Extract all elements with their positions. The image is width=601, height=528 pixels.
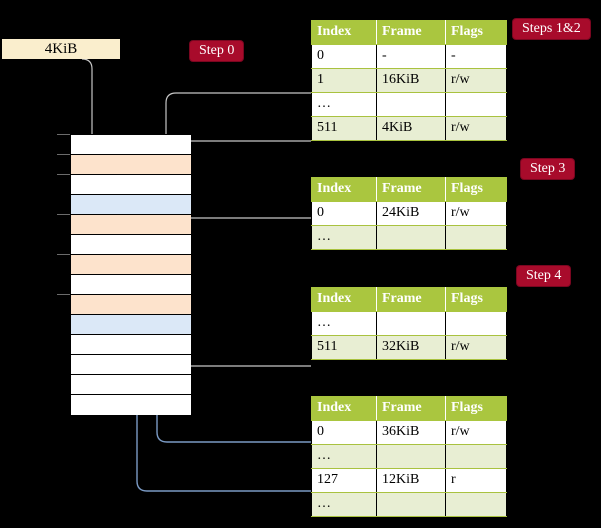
badge-step-0: Step 0 bbox=[190, 41, 244, 61]
source-frame-box: 4KiB bbox=[2, 39, 120, 59]
cell-flags bbox=[445, 492, 507, 517]
cell-index: 511 bbox=[311, 116, 377, 141]
badge-step-0-label: Step 0 bbox=[199, 43, 235, 58]
cell-frame bbox=[376, 492, 446, 517]
memory-tick bbox=[57, 254, 70, 255]
table-row: … bbox=[311, 311, 507, 336]
cell-index: 511 bbox=[311, 335, 377, 360]
table-row: … bbox=[311, 492, 507, 517]
cell-flags: - bbox=[445, 44, 507, 69]
memory-frame-row bbox=[71, 135, 191, 155]
cell-frame: - bbox=[376, 44, 446, 69]
cell-index: … bbox=[311, 225, 377, 250]
column-header-flags: Flags bbox=[445, 177, 507, 202]
column-header-frame: Frame bbox=[376, 396, 446, 421]
cell-flags: r/w bbox=[445, 335, 507, 360]
memory-frame-row bbox=[71, 375, 191, 395]
cell-index: … bbox=[311, 444, 377, 469]
memory-frame-row bbox=[71, 255, 191, 275]
column-header-index: Index bbox=[311, 287, 377, 312]
table-row: … bbox=[311, 92, 507, 117]
cell-frame bbox=[376, 225, 446, 250]
badge-step-4-label: Step 4 bbox=[526, 268, 562, 283]
badge-steps-1-2: Steps 1&2 bbox=[513, 19, 590, 39]
cell-frame bbox=[376, 311, 446, 336]
memory-frame-row bbox=[71, 395, 191, 415]
cell-index: 0 bbox=[311, 44, 377, 69]
memory-frame-row bbox=[71, 175, 191, 195]
wire-table0-511-to-frame bbox=[169, 140, 311, 156]
wire-table1-0-to-frame bbox=[179, 217, 311, 299]
physical-memory-block bbox=[70, 134, 191, 415]
source-frame-label: 4KiB bbox=[44, 41, 78, 57]
column-header-flags: Flags bbox=[445, 287, 507, 312]
column-header-index: Index bbox=[311, 20, 377, 45]
column-header-frame: Frame bbox=[376, 20, 446, 45]
table-row: 0-- bbox=[311, 44, 507, 69]
memory-tick bbox=[57, 214, 70, 215]
memory-frame-row bbox=[71, 315, 191, 335]
column-header-frame: Frame bbox=[376, 177, 446, 202]
cell-flags: r/w bbox=[445, 116, 507, 141]
table-row: … bbox=[311, 444, 507, 469]
memory-frame-row bbox=[71, 275, 191, 295]
cell-flags: r/w bbox=[445, 201, 507, 226]
memory-frame-row bbox=[71, 195, 191, 215]
memory-frame-row bbox=[71, 155, 191, 175]
cell-frame: 4KiB bbox=[376, 116, 446, 141]
memory-frame-row bbox=[71, 355, 191, 375]
memory-frame-row bbox=[71, 295, 191, 315]
column-header-frame: Frame bbox=[376, 287, 446, 312]
column-header-flags: Flags bbox=[445, 20, 507, 45]
cell-index: 1 bbox=[311, 68, 377, 93]
cell-index: 0 bbox=[311, 420, 377, 445]
cell-flags bbox=[445, 225, 507, 250]
cell-frame: 36KiB bbox=[376, 420, 446, 445]
cell-flags bbox=[445, 92, 507, 117]
column-header-flags: Flags bbox=[445, 396, 507, 421]
cell-flags: r bbox=[445, 468, 507, 493]
memory-frame-row bbox=[71, 215, 191, 235]
cell-frame bbox=[376, 92, 446, 117]
column-header-index: Index bbox=[311, 177, 377, 202]
cell-frame: 32KiB bbox=[376, 335, 446, 360]
cell-flags: r/w bbox=[445, 420, 507, 445]
table-row: … bbox=[311, 225, 507, 250]
badge-step-4: Step 4 bbox=[517, 266, 571, 286]
badge-step-3-label: Step 3 bbox=[530, 161, 566, 176]
cell-frame: 16KiB bbox=[376, 68, 446, 93]
memory-tick bbox=[57, 294, 70, 295]
cell-index: … bbox=[311, 492, 377, 517]
memory-tick bbox=[57, 134, 70, 135]
column-header-index: Index bbox=[311, 396, 377, 421]
wire-table2-511-to-frame bbox=[173, 332, 311, 367]
cell-frame bbox=[376, 444, 446, 469]
badge-step-3: Step 3 bbox=[521, 159, 575, 179]
memory-tick bbox=[57, 154, 70, 155]
cell-flags bbox=[445, 444, 507, 469]
cell-flags: r/w bbox=[445, 68, 507, 93]
cell-index: … bbox=[311, 311, 377, 336]
cell-index: 127 bbox=[311, 468, 377, 493]
memory-frame-row bbox=[71, 235, 191, 255]
cell-frame: 12KiB bbox=[376, 468, 446, 493]
memory-frame-row bbox=[71, 335, 191, 355]
memory-tick bbox=[57, 174, 70, 175]
cell-flags bbox=[445, 311, 507, 336]
badge-steps-1-2-label: Steps 1&2 bbox=[522, 21, 581, 36]
cell-index: … bbox=[311, 92, 377, 117]
cell-index: 0 bbox=[311, 201, 377, 226]
cell-frame: 24KiB bbox=[376, 201, 446, 226]
